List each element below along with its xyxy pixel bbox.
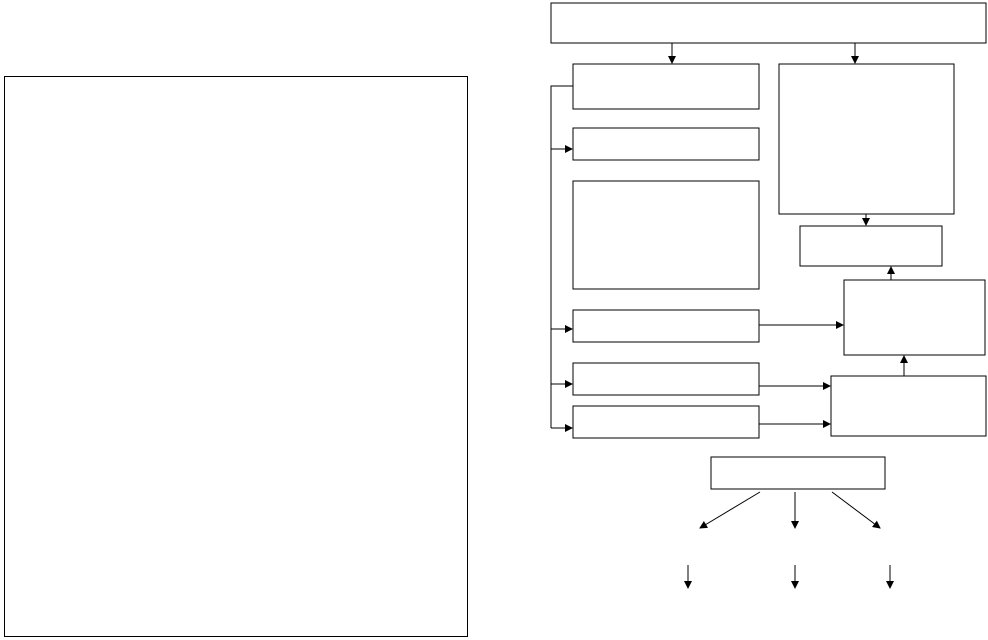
flow-box-a2 — [572, 127, 760, 161]
arrow-bottom-right-diagonal — [831, 491, 881, 529]
flow-box-a3-tall — [572, 180, 760, 290]
left-bracket-connector — [550, 85, 573, 428]
arrow-bottom-left-diagonal — [699, 491, 761, 529]
flow-box-right-bottom — [830, 375, 987, 437]
flow-box-right-tall — [778, 63, 955, 215]
flow-box-a4 — [572, 309, 760, 343]
flow-box-top-bar — [550, 2, 987, 44]
flow-box-center-bottom — [710, 456, 886, 490]
flow-box-right-mid — [843, 279, 986, 356]
flow-box-a1 — [572, 63, 760, 110]
flow-box-right-small — [799, 225, 943, 267]
flow-box-a5 — [572, 362, 760, 396]
left-content-panel — [4, 76, 468, 637]
flow-box-a6 — [572, 405, 760, 439]
